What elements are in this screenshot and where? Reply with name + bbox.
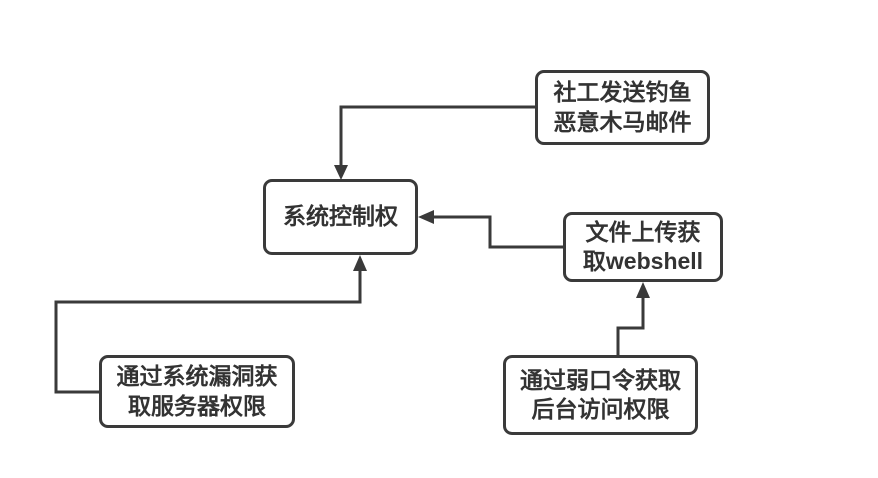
node-system-vulnerability-label: 通过系统漏洞获 取服务器权限: [116, 363, 278, 419]
arrow-webshell-to-control: [418, 210, 563, 249]
node-phishing-email: 社工发送钓鱼 恶意木马邮件: [535, 70, 710, 145]
node-system-control-label: 系统控制权: [283, 203, 398, 230]
node-webshell-upload: 文件上传获 取webshell: [563, 212, 723, 282]
arrow-phishing-to-control: [334, 105, 535, 180]
node-system-vulnerability: 通过系统漏洞获 取服务器权限: [99, 355, 295, 428]
arrow-weakpwd-to-webshell: [616, 282, 650, 355]
arrow-vuln-to-control: [54, 255, 367, 394]
node-webshell-upload-label: 文件上传获 取webshell: [582, 218, 704, 274]
node-weak-password-label: 通过弱口令获取 后台访问权限: [520, 366, 681, 422]
node-phishing-email-label: 社工发送钓鱼 恶意木马邮件: [553, 79, 692, 135]
node-system-control: 系统控制权: [263, 179, 418, 255]
node-weak-password: 通过弱口令获取 后台访问权限: [503, 355, 698, 435]
